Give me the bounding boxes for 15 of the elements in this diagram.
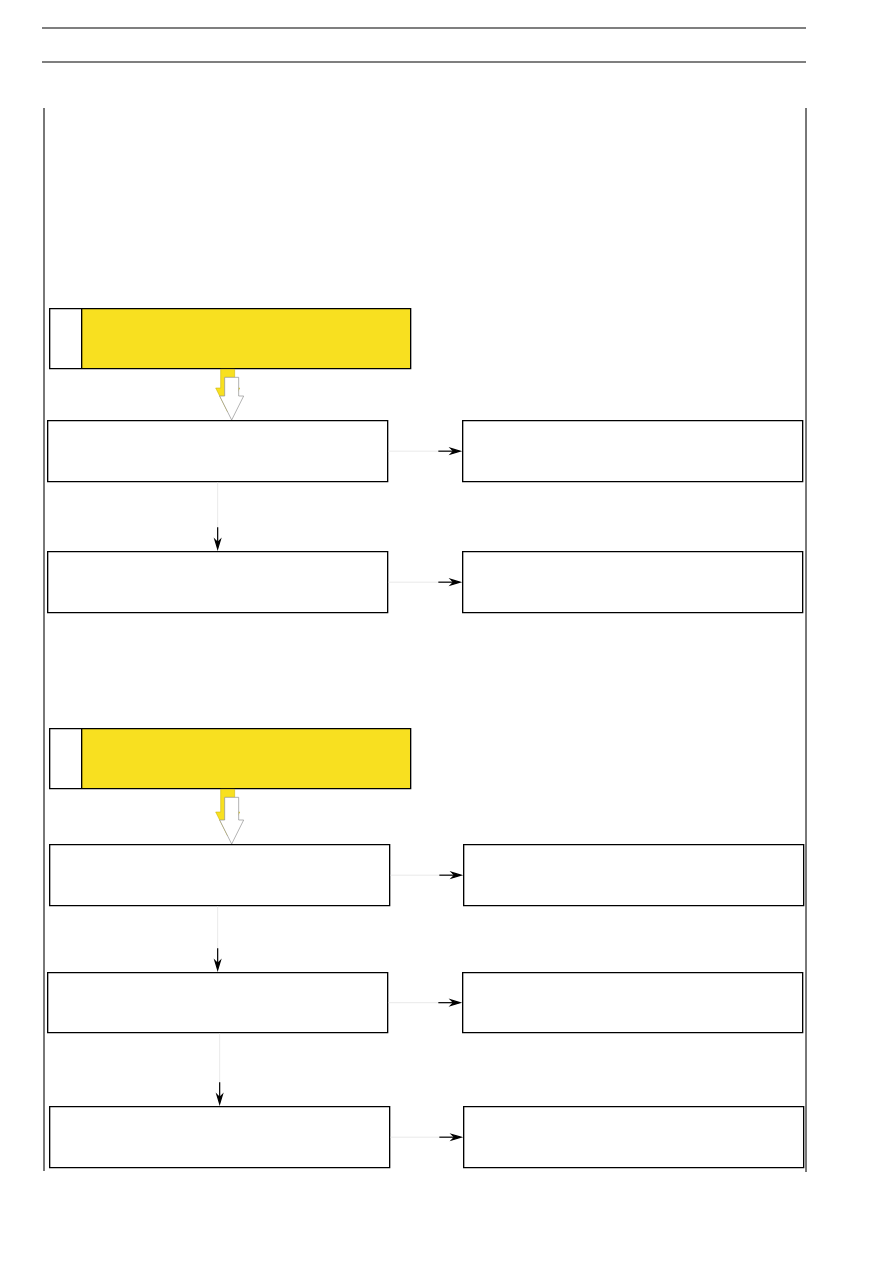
arrow: [387, 998, 463, 1007]
process-box: [47, 972, 389, 1034]
process-box: [463, 1106, 805, 1169]
process-box: [49, 844, 391, 907]
process-box: [47, 420, 389, 483]
block-arrow: [215, 789, 244, 845]
header-bar: [49, 728, 412, 790]
process-box: [462, 972, 804, 1034]
header-bar: [49, 308, 412, 370]
process-box: [47, 551, 389, 614]
process-box: [463, 844, 805, 907]
block-arrow: [215, 369, 244, 421]
process-box: [462, 420, 804, 483]
process-box: [49, 1106, 391, 1169]
process-box: [462, 551, 804, 614]
